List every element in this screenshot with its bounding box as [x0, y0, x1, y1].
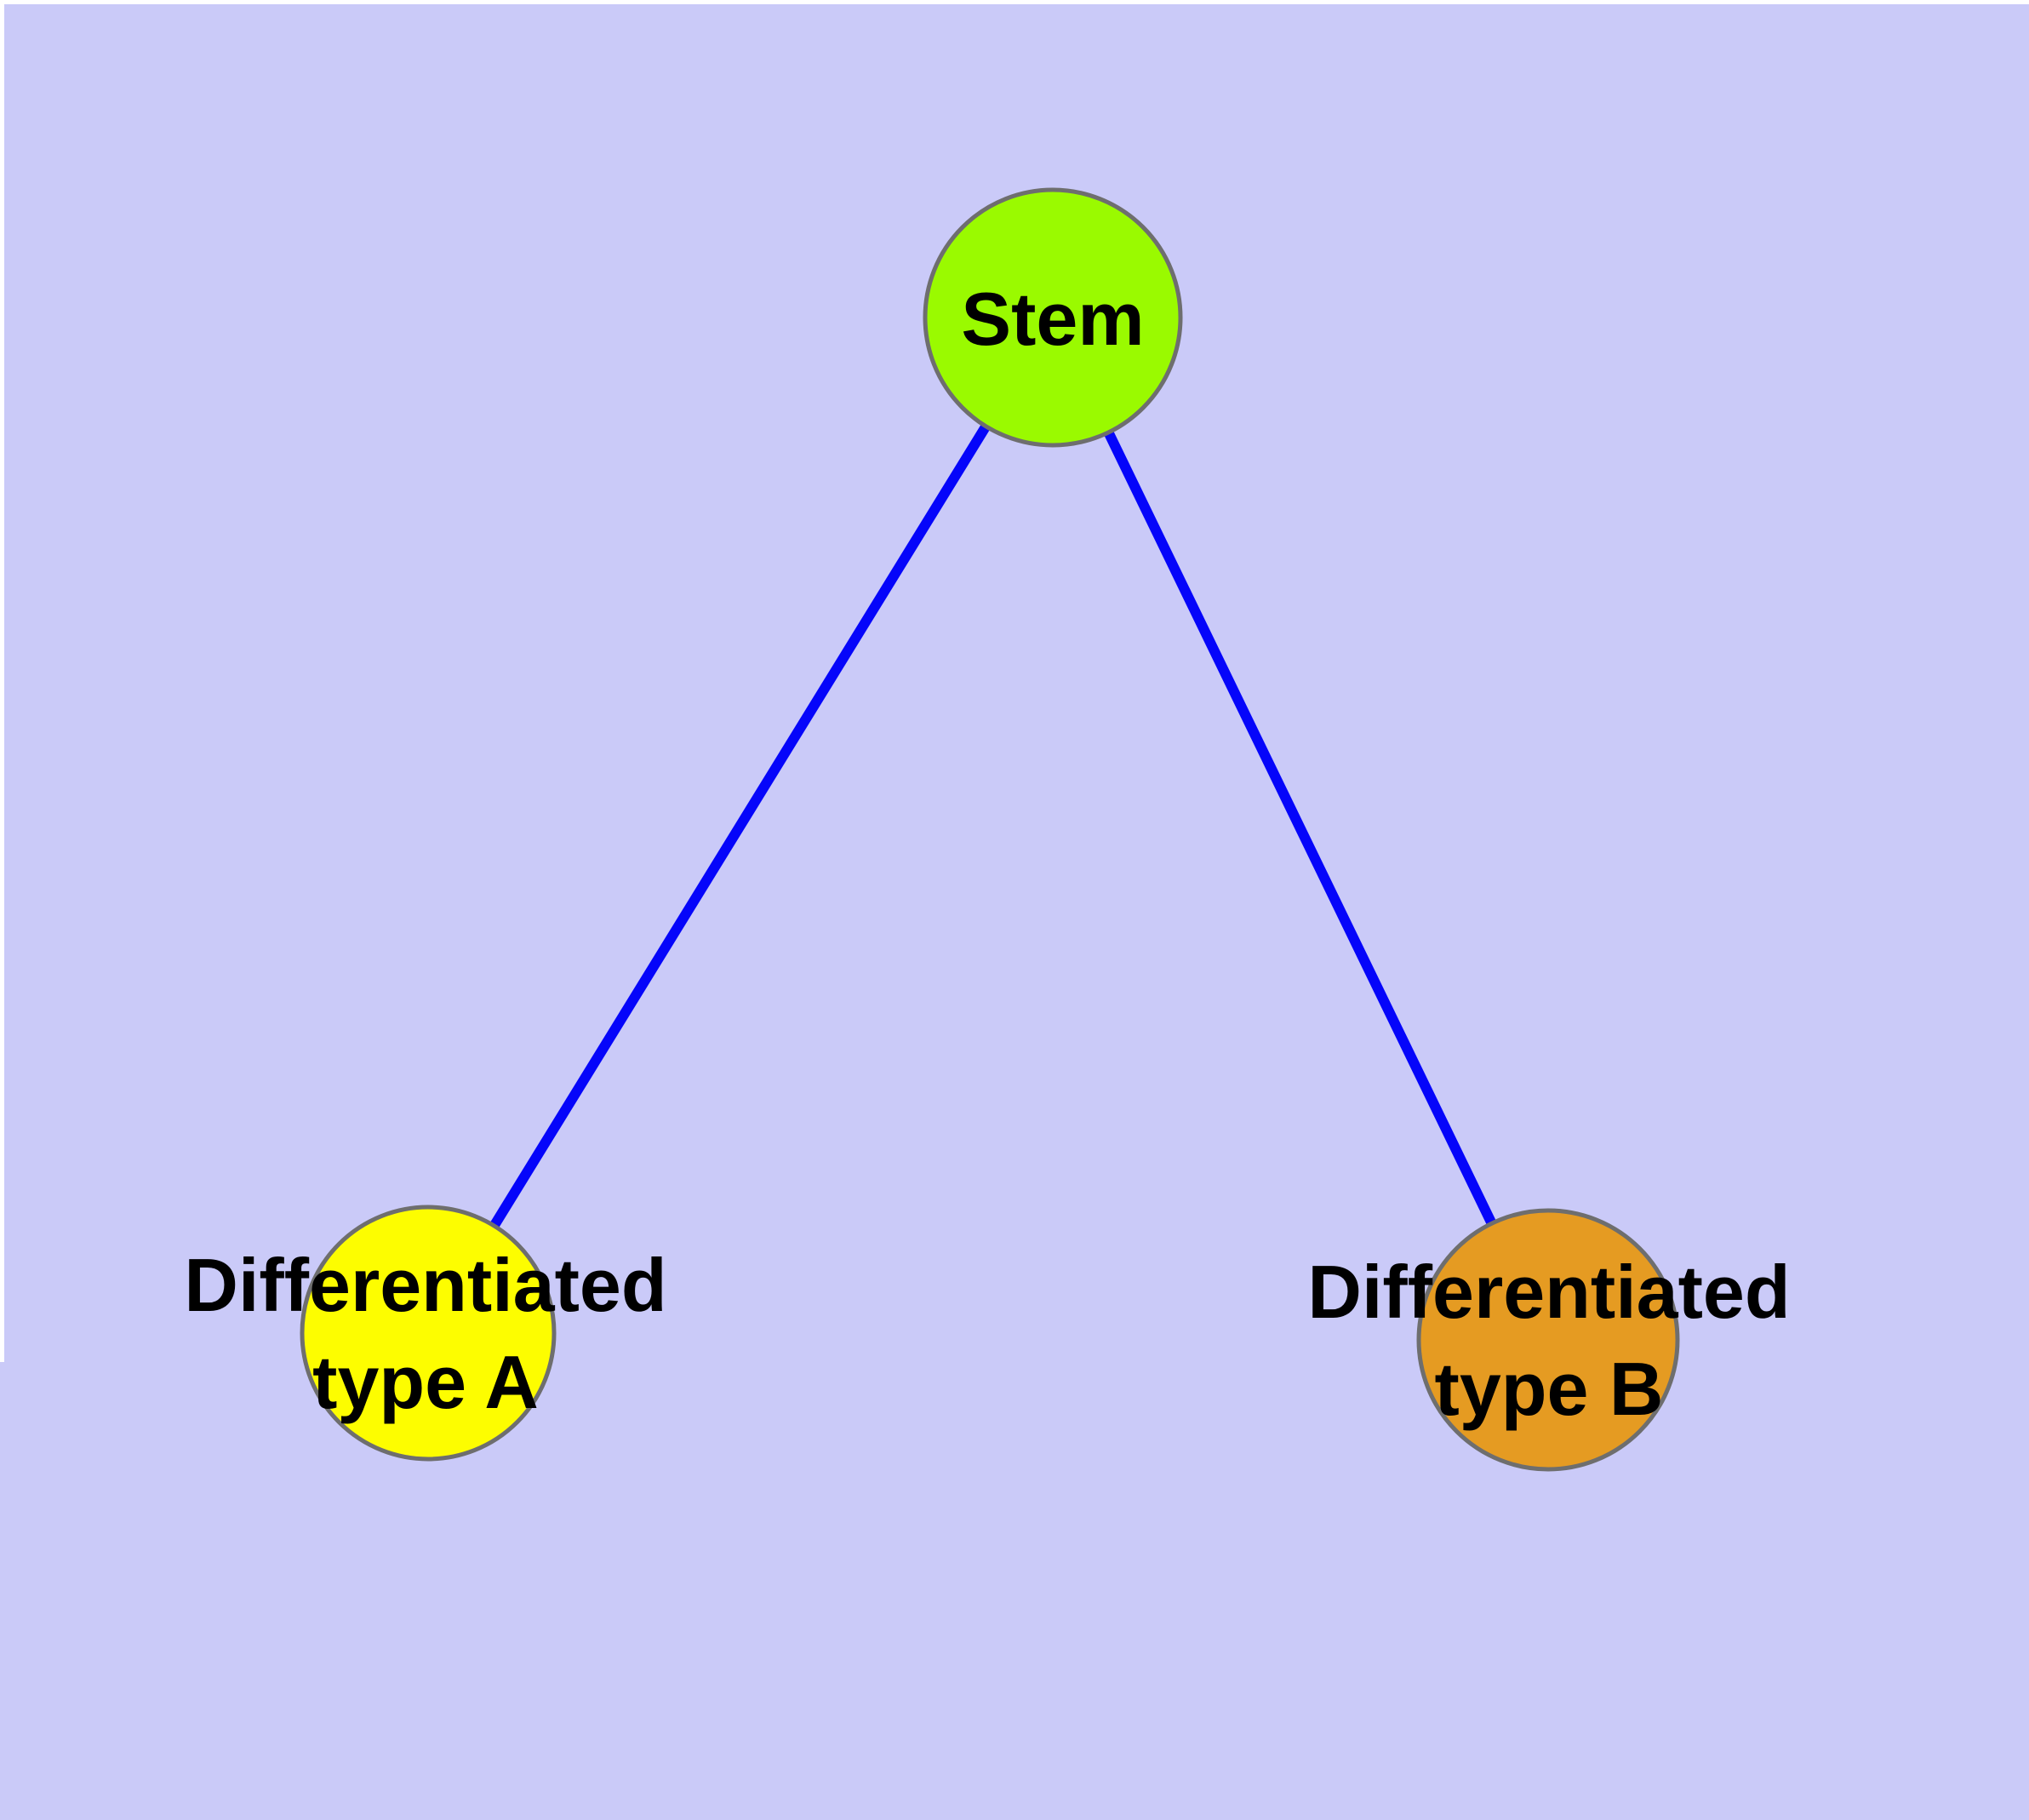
node-label-type-a-line1: Differentiated	[184, 1243, 667, 1327]
edge-stem-to-type-a	[423, 312, 1058, 1338]
node-circle-differentiated-type-b	[1416, 1208, 1680, 1472]
node-label-stem-text: Stem	[961, 277, 1145, 361]
white-frame-top	[0, 0, 2029, 4]
edge-stem-to-type-b	[1048, 312, 1553, 1345]
node-circle-stem	[923, 187, 1183, 448]
node-label-type-b-line1: Differentiated	[1307, 1250, 1791, 1334]
node-label-stem: Stem	[961, 271, 1144, 368]
node-circle-differentiated-type-a	[300, 1205, 557, 1462]
node-label-differentiated-type-a: Differentiated type A	[184, 1237, 666, 1431]
node-label-differentiated-type-b: Differentiated type B	[1307, 1244, 1790, 1438]
white-frame-left	[0, 0, 4, 1362]
node-label-type-a-line2: type A	[312, 1340, 539, 1424]
node-label-type-b-line2: type B	[1434, 1347, 1664, 1431]
